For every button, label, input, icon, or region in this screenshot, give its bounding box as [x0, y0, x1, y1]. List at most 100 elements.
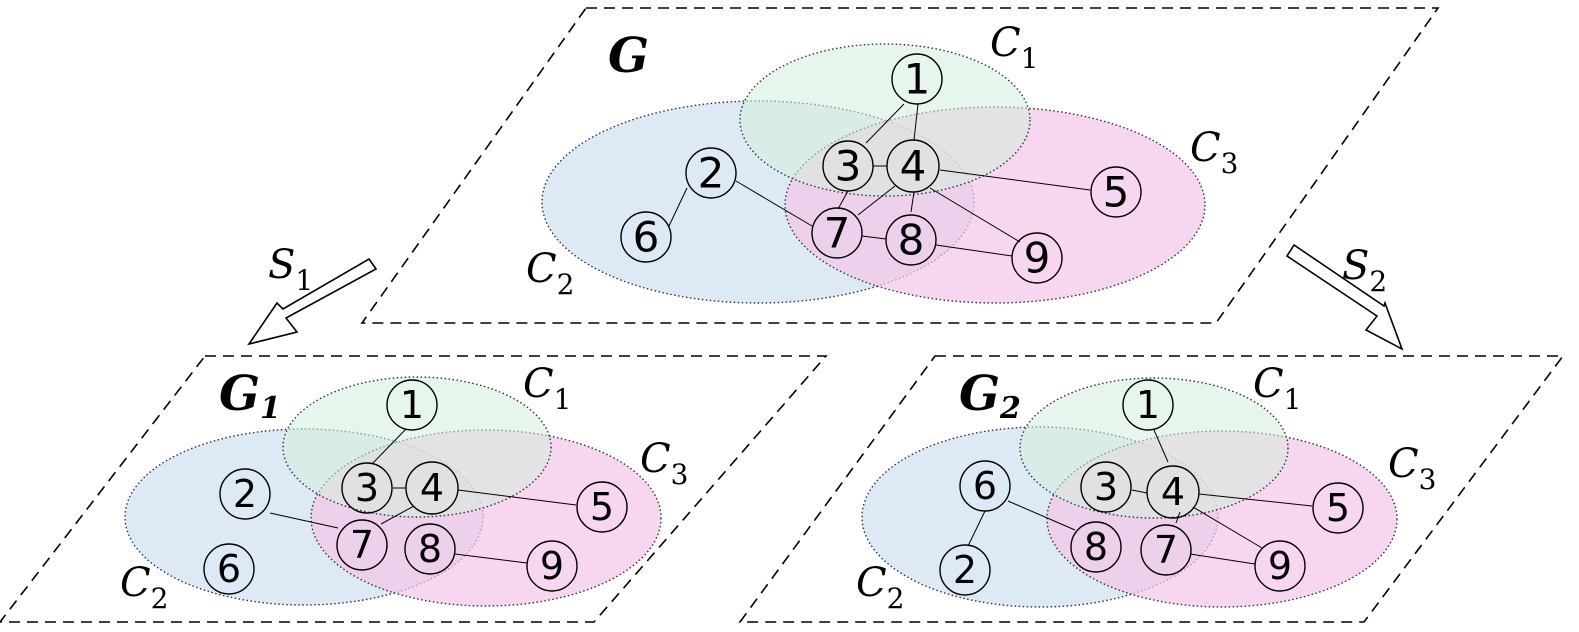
- node-label: 3: [1094, 465, 1118, 509]
- node-3: 3: [822, 140, 874, 192]
- node-label: 2: [953, 548, 977, 592]
- edge: [939, 169, 1091, 191]
- node-label: 7: [350, 523, 374, 567]
- community-c2-label: C2: [120, 560, 168, 615]
- community-c2-label: C2: [856, 560, 904, 615]
- node-5: 5: [576, 481, 628, 533]
- edge: [967, 510, 986, 547]
- graph-g1-frame: [0, 355, 828, 623]
- node-2: 2: [685, 147, 737, 199]
- node-label: 2: [698, 149, 725, 198]
- node-label: 4: [1161, 470, 1185, 514]
- node-9: 9: [1011, 232, 1063, 284]
- edge: [1153, 429, 1169, 463]
- community-c1-label: C1: [990, 20, 1038, 75]
- node-label: 5: [590, 485, 614, 529]
- node-label: 9: [540, 544, 564, 588]
- node-2: 2: [219, 468, 271, 520]
- node-label: 6: [217, 547, 241, 591]
- community-c1-label: C1: [523, 361, 571, 416]
- edge: [269, 512, 339, 529]
- edge: [735, 180, 813, 227]
- node-3: 3: [1080, 461, 1132, 513]
- community-c2-label: C2: [526, 246, 574, 301]
- edge: [837, 190, 849, 210]
- node-7: 7: [1140, 524, 1192, 576]
- node-label: 4: [900, 142, 927, 191]
- node-label: 6: [633, 213, 660, 262]
- arrow-s1-label: S1: [268, 242, 313, 297]
- graph-g2-nodes: 1 6 3 4 5 2 8 7 9: [939, 379, 1364, 596]
- graph-g2: 1 6 3 4 5 2 8 7 9 G2 C1 C3 C2: [738, 355, 1565, 623]
- node-label: 5: [1326, 486, 1350, 530]
- community-c3-label: C3: [640, 436, 688, 491]
- node-label: 8: [898, 216, 925, 265]
- node-label: 9: [1024, 234, 1051, 283]
- node-label: 8: [418, 527, 442, 571]
- edge: [454, 553, 528, 564]
- graph-g1-nodes: 1 2 3 4 5 6 7 8 9: [203, 379, 628, 595]
- node-label: 7: [824, 209, 851, 258]
- edge: [910, 191, 915, 213]
- node-7: 7: [811, 207, 863, 259]
- edge: [1192, 506, 1263, 549]
- edge: [929, 187, 1021, 243]
- edge: [457, 489, 577, 506]
- node-label: 4: [420, 466, 444, 510]
- community-c3-label: C3: [1190, 125, 1238, 180]
- edge: [861, 235, 887, 240]
- edge: [865, 103, 905, 144]
- edge: [1131, 489, 1148, 494]
- node-3: 3: [341, 462, 393, 514]
- node-label: 2: [233, 472, 257, 516]
- node-6: 6: [203, 543, 255, 595]
- edge: [913, 103, 919, 141]
- arrow-s1-shape: [247, 257, 378, 346]
- graph-g-nodes: 1 2 3 4 5 6 7 8 9: [620, 53, 1142, 284]
- graph-g1: 1 2 3 4 5 6 7 8 9 G1 C1 C3 C2: [0, 355, 828, 623]
- node-label: 5: [1103, 168, 1130, 217]
- node-label: 3: [355, 466, 379, 510]
- edge: [1007, 500, 1076, 531]
- node-1: 1: [891, 53, 943, 105]
- node-6: 6: [620, 211, 672, 263]
- community-c3-label: C3: [1388, 441, 1436, 496]
- arrow-s1: S1: [247, 242, 378, 346]
- graph-g-edges: [668, 103, 1091, 257]
- graph-g1-edges: [269, 428, 577, 564]
- node-8: 8: [885, 214, 937, 266]
- edge: [380, 505, 415, 525]
- graph-g2-title: G2: [959, 366, 1021, 426]
- node-6: 6: [959, 460, 1011, 512]
- arrow-s2-label: S2: [1342, 243, 1387, 298]
- arrow-s2-shape: [1285, 243, 1404, 351]
- edge: [935, 244, 1013, 257]
- node-label: 9: [1268, 544, 1292, 588]
- node-label: 8: [1084, 525, 1108, 569]
- community-c1-region: [1019, 377, 1289, 519]
- node-1: 1: [386, 379, 438, 431]
- arrow-s2: S2: [1285, 243, 1404, 351]
- graph-g: 1 2 3 4 5 6 7 8 9 G C1 C3 C2: [360, 7, 1440, 324]
- node-8: 8: [1070, 521, 1122, 573]
- node-5: 5: [1090, 166, 1142, 218]
- node-9: 9: [1254, 540, 1306, 592]
- node-label: 1: [904, 55, 931, 104]
- node-5: 5: [1312, 482, 1364, 534]
- edge: [857, 185, 896, 216]
- graph-g1-title: G1: [219, 366, 281, 426]
- graph-g2-frame: [738, 355, 1565, 623]
- node-label: 6: [973, 464, 997, 508]
- graph-g-title: G: [608, 28, 649, 84]
- node-9: 9: [526, 540, 578, 592]
- edge: [1198, 493, 1313, 507]
- graph-g-frame: [360, 7, 1440, 324]
- community-c1-label: C1: [1253, 361, 1301, 416]
- node-label: 1: [1136, 383, 1160, 427]
- edge: [371, 428, 407, 465]
- node-label: 7: [1154, 528, 1178, 572]
- node-4: 4: [1146, 465, 1200, 519]
- edge: [668, 187, 688, 227]
- node-4: 4: [886, 139, 940, 193]
